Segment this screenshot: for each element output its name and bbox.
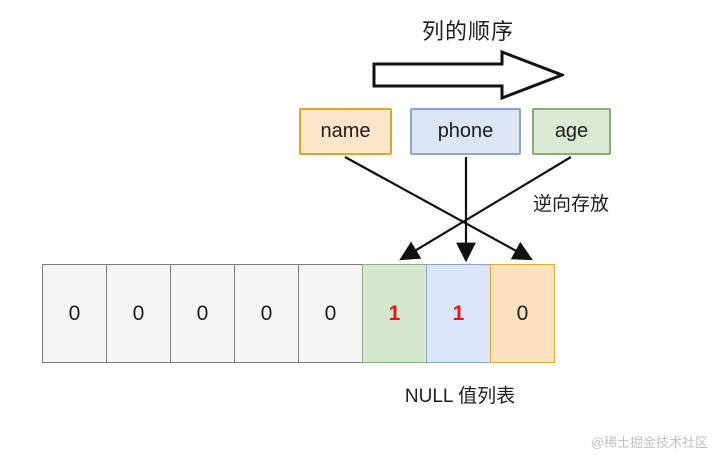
bitmap-cell-2-value: 0 [196, 301, 209, 325]
watermark: @稀土掘金技术社区 [590, 435, 708, 450]
bitmap-cell-3-value: 0 [260, 301, 273, 325]
column-order-arrow-icon [372, 50, 564, 100]
bitmap-cell-6[interactable]: 1 [426, 264, 491, 363]
arrow-name-to-cell-7 [344, 156, 533, 261]
null-list-caption: NULL 值列表 [404, 386, 516, 407]
bitmap-cell-7-value: 0 [516, 301, 529, 325]
page-title: 列的顺序 [421, 19, 514, 44]
column-box-phone[interactable]: phone [410, 108, 521, 155]
column-box-age[interactable]: age [532, 108, 611, 155]
null-bitmap-row: 0 0 0 0 0 1 1 0 [42, 264, 555, 363]
bitmap-cell-0[interactable]: 0 [42, 264, 107, 363]
bitmap-cell-4[interactable]: 0 [298, 264, 363, 363]
bitmap-cell-1-value: 0 [132, 301, 145, 325]
column-box-name-label: name [320, 120, 371, 142]
reverse-storage-note: 逆向存放 [533, 194, 610, 215]
bitmap-cell-1[interactable]: 0 [106, 264, 171, 363]
bitmap-cell-4-value: 0 [324, 301, 337, 325]
bitmap-cell-2[interactable]: 0 [170, 264, 235, 363]
column-box-name[interactable]: name [299, 108, 392, 155]
bitmap-cell-5-value: 1 [388, 301, 401, 325]
column-box-phone-label: phone [437, 120, 494, 142]
bitmap-cell-6-value: 1 [452, 301, 465, 325]
bitmap-cell-3[interactable]: 0 [234, 264, 299, 363]
bitmap-cell-5[interactable]: 1 [362, 264, 427, 363]
bitmap-cell-0-value: 0 [68, 301, 81, 325]
column-box-age-label: age [554, 120, 589, 142]
bitmap-cell-7[interactable]: 0 [490, 264, 555, 363]
